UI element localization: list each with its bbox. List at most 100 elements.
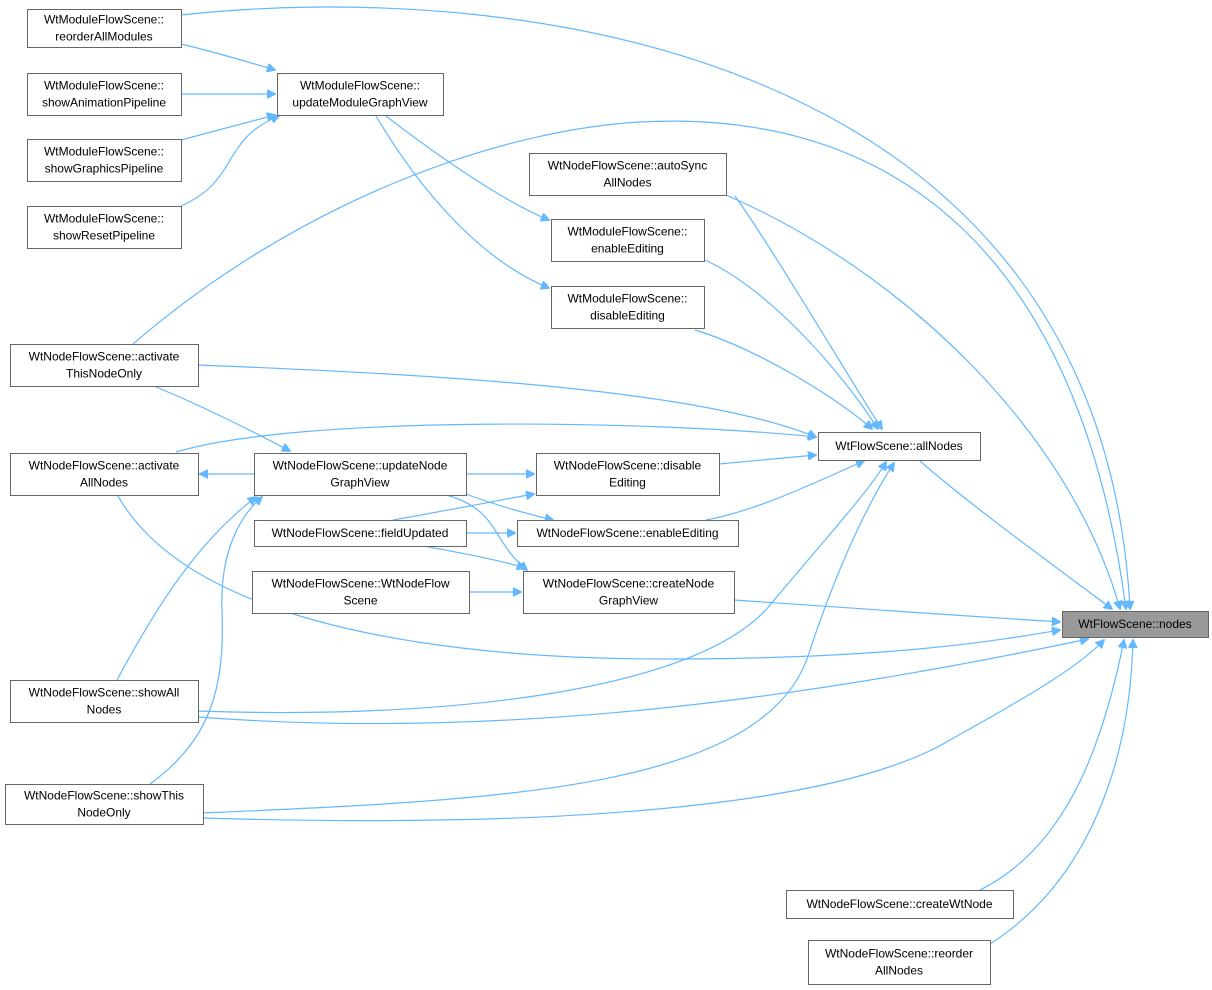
edge-path bbox=[979, 640, 1124, 891]
edge-fieldUpdated-to-createNodeGraphView bbox=[423, 545, 525, 568]
node-fieldUpdated[interactable]: WtNodeFlowScene::fieldUpdated bbox=[254, 520, 467, 547]
node-showResetPipeline[interactable]: WtModuleFlowScene::showResetPipeline bbox=[27, 206, 182, 249]
node-updateModuleGraphView[interactable]: WtModuleFlowScene::updateModuleGraphView bbox=[277, 73, 444, 116]
node-box bbox=[551, 286, 705, 329]
node-label-line: WtNodeFlowScene::autoSync bbox=[548, 159, 707, 173]
edge-path bbox=[385, 115, 549, 220]
edge-path bbox=[132, 120, 1126, 609]
node-box bbox=[529, 153, 727, 196]
node-label-line: WtFlowScene::allNodes bbox=[835, 439, 962, 453]
node-label-line: showGraphicsPipeline bbox=[45, 162, 164, 176]
node-box bbox=[254, 453, 467, 496]
node-label-line: AllNodes bbox=[603, 176, 651, 190]
node-label-line: enableEditing bbox=[591, 242, 664, 256]
edge-showAllNodes-to-nodes bbox=[197, 639, 1088, 725]
node-showGraphicsPipeline[interactable]: WtModuleFlowScene::showGraphicsPipeline bbox=[27, 139, 182, 182]
node-box bbox=[523, 571, 735, 614]
node-box bbox=[27, 9, 182, 48]
edge-nodeDisableEditing-to-allNodes bbox=[718, 455, 816, 465]
node-nodeDisableEditing[interactable]: WtNodeFlowScene::disableEditing bbox=[536, 453, 720, 496]
node-label-line: WtModuleFlowScene:: bbox=[44, 13, 164, 27]
node-box bbox=[27, 206, 182, 249]
node-box bbox=[27, 73, 182, 116]
edge-showGraphicsPipeline-to-updateModuleGraphView bbox=[180, 115, 275, 141]
node-label-line: WtModuleFlowScene:: bbox=[567, 225, 687, 239]
edge-showResetPipeline-to-updateModuleGraphView bbox=[180, 116, 279, 207]
edge-path bbox=[197, 639, 1088, 725]
node-label-line: WtNodeFlowScene::createNode bbox=[543, 577, 715, 591]
edge-path bbox=[197, 364, 816, 437]
edge-path bbox=[718, 455, 816, 465]
edge-path bbox=[202, 640, 1104, 822]
node-allNodes[interactable]: WtFlowScene::allNodes bbox=[818, 432, 981, 461]
node-box bbox=[786, 890, 1014, 919]
node-moduleEnableEditing[interactable]: WtModuleFlowScene::enableEditing bbox=[551, 219, 705, 262]
edge-path bbox=[180, 116, 279, 207]
node-box bbox=[27, 139, 182, 182]
node-label-line: WtModuleFlowScene:: bbox=[44, 212, 164, 226]
edge-path bbox=[423, 545, 525, 568]
edge-showThisNodeOnly-to-nodes bbox=[202, 640, 1104, 822]
node-showAnimationPipeline[interactable]: WtModuleFlowScene::showAnimationPipeline bbox=[27, 73, 182, 116]
node-label-line: updateModuleGraphView bbox=[292, 96, 428, 110]
node-box bbox=[252, 571, 470, 614]
edge-path bbox=[465, 493, 553, 520]
node-label-line: disableEditing bbox=[590, 309, 665, 323]
node-ctorNodeFlowScene[interactable]: WtNodeFlowScene::WtNodeFlowScene bbox=[252, 571, 470, 614]
edge-showThisNodeOnly-to-updateNodeGraphView bbox=[149, 497, 262, 785]
edge-path bbox=[116, 497, 256, 681]
node-label-line: WtModuleFlowScene:: bbox=[300, 79, 420, 93]
edge-path bbox=[919, 460, 1112, 609]
node-moduleDisableEditing[interactable]: WtModuleFlowScene::disableEditing bbox=[551, 286, 705, 329]
node-box bbox=[1062, 611, 1209, 638]
edge-path bbox=[989, 640, 1133, 945]
node-label-line: WtModuleFlowScene:: bbox=[567, 292, 687, 306]
node-label-line: WtNodeFlowScene::activate bbox=[29, 350, 180, 364]
node-label-line: WtNodeFlowScene::showAll bbox=[29, 686, 180, 700]
node-label-line: WtNodeFlowScene::showThis bbox=[24, 789, 184, 803]
edge-fieldUpdated-to-nodeDisableEditing bbox=[392, 494, 534, 521]
node-createWtNode[interactable]: WtNodeFlowScene::createWtNode bbox=[786, 890, 1014, 919]
node-nodes[interactable]: WtFlowScene::nodes bbox=[1062, 611, 1209, 638]
node-label-line: ThisNodeOnly bbox=[66, 367, 142, 381]
edge-activateAllNodes-to-nodes bbox=[117, 495, 1060, 660]
edge-reorderAllModules-to-nodes bbox=[180, 6, 1130, 609]
node-label-line: Editing bbox=[609, 476, 646, 490]
node-label-line: WtNodeFlowScene::createWtNode bbox=[806, 897, 992, 911]
edge-updateNodeGraphView-to-createNodeGraphView bbox=[445, 494, 527, 570]
edge-showThisNodeOnly-to-allNodes bbox=[202, 463, 894, 814]
node-label-line: WtFlowScene::nodes bbox=[1078, 617, 1191, 631]
edge-updateModuleGraphView-to-moduleEnableEditing bbox=[385, 115, 549, 220]
node-box bbox=[5, 784, 204, 825]
node-label-line: GraphView bbox=[330, 476, 389, 490]
edge-path bbox=[734, 195, 882, 429]
node-box bbox=[818, 432, 981, 461]
edge-nodeEnableEditing-to-allNodes bbox=[705, 461, 864, 521]
edge-path bbox=[202, 463, 894, 814]
edge-showAllNodes-to-allNodes bbox=[197, 462, 886, 714]
edge-path bbox=[175, 423, 816, 453]
node-box bbox=[536, 453, 720, 496]
edge-path bbox=[155, 386, 290, 451]
edge-reorderAllNodes-to-nodes bbox=[989, 640, 1133, 945]
edge-path bbox=[197, 462, 886, 714]
node-box bbox=[517, 520, 739, 547]
node-reorderAllModules[interactable]: WtModuleFlowScene::reorderAllModules bbox=[27, 9, 182, 48]
node-label-line: AllNodes bbox=[80, 476, 128, 490]
node-nodeEnableEditing[interactable]: WtNodeFlowScene::enableEditing bbox=[517, 520, 739, 547]
edge-path bbox=[375, 115, 549, 288]
node-label-line: showResetPipeline bbox=[53, 229, 155, 243]
node-box bbox=[551, 219, 705, 262]
edge-path bbox=[149, 497, 262, 785]
node-box bbox=[254, 520, 467, 547]
edge-moduleEnableEditing-to-allNodes bbox=[704, 259, 878, 429]
